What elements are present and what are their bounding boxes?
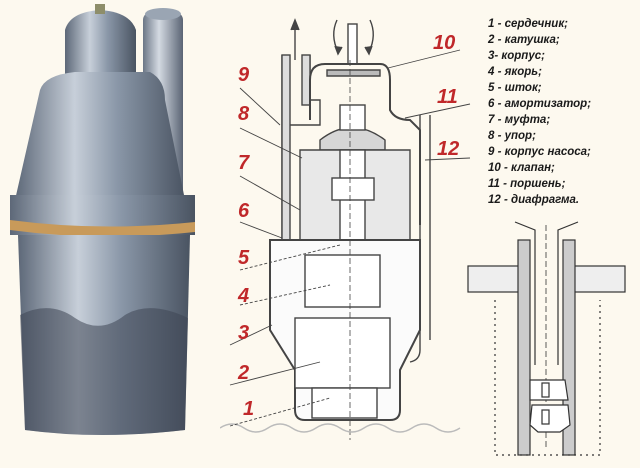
callout-1: 1: [243, 398, 255, 420]
callout-12: 12: [437, 138, 460, 160]
legend-item: 2 - катушка;: [488, 34, 560, 46]
top-cap: [65, 10, 136, 90]
callout-2: 2: [238, 362, 250, 384]
callout-11: 11: [437, 86, 458, 108]
bolt: [95, 4, 105, 14]
legend-item: 8 - упор;: [488, 130, 536, 142]
pump-photo-illustration: [10, 4, 195, 435]
legend-item: 9 - корпус насоса;: [488, 146, 591, 158]
callout-4: 4: [238, 285, 250, 307]
rubber-band: [10, 220, 195, 237]
pump-cross-section: [219, 0, 480, 463]
ground-slab-left: [467, 265, 524, 293]
callout-10: 10: [433, 32, 456, 54]
callout-9: 9: [238, 64, 250, 86]
legend-item: 10 - клапан;: [488, 162, 555, 174]
parts-legend: 1 - сердечник; 2 - катушка; 3- корпус; 4…: [488, 16, 638, 208]
hose: [557, 221, 579, 365]
legend-item: 12 - диафрагма.: [488, 194, 580, 206]
legend-item: 7 - муфта;: [488, 114, 551, 126]
leader-lines: [229, 49, 471, 427]
well-drawing: [467, 221, 626, 456]
ground-slab-right: [571, 265, 626, 293]
callout-8: 8: [238, 103, 250, 125]
callout-3: 3: [238, 322, 250, 344]
legend-item: 11 - поршень;: [488, 178, 566, 190]
cable: [514, 221, 536, 365]
water-level: [219, 423, 461, 433]
upper-body: [15, 72, 185, 200]
pump-photo: [0, 0, 220, 463]
legend-item: 6 - амортизатор;: [488, 98, 592, 110]
legend-item: 3- корпус;: [488, 50, 545, 62]
cross-section-drawing: [219, 18, 471, 440]
legend-item: 4 - якорь;: [488, 66, 542, 78]
legend-item: 5 - шток;: [488, 82, 542, 94]
well-installation-sketch: [460, 210, 640, 463]
callout-5: 5: [238, 247, 250, 269]
legend-item: 1 - сердечник;: [488, 18, 568, 30]
callout-7: 7: [238, 152, 250, 174]
callout-6: 6: [238, 200, 250, 222]
well-casing-left: [517, 239, 531, 456]
